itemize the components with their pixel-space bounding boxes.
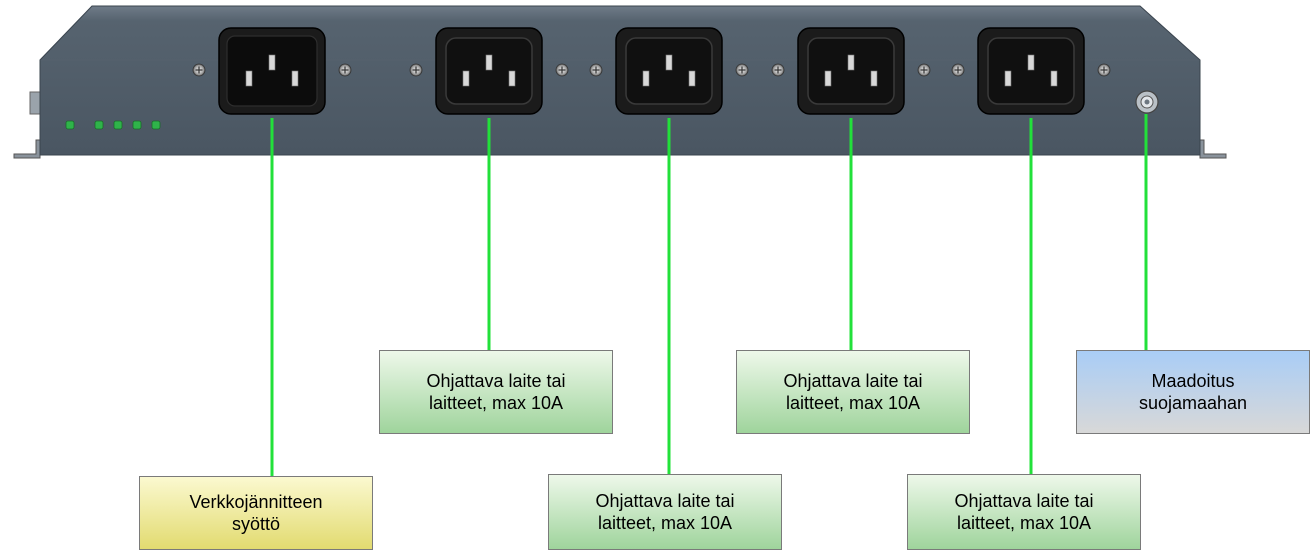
leader-lines [270,114,1148,476]
ground-terminal [1135,90,1159,114]
status-led [94,120,104,130]
screw-icon [917,63,931,77]
screw-icon [192,63,206,77]
screw-icon [1097,63,1111,77]
screw-icon [951,63,965,77]
outlet-2-label: Ohjattava laite tai laitteet, max 10A [548,474,782,550]
power-socket-out3 [797,27,905,115]
power-inlet [218,27,326,115]
status-led [65,120,75,130]
power-socket-out2 [615,27,723,115]
outlets [192,27,1111,115]
power-socket-out1 [435,27,543,115]
screw-icon [589,63,603,77]
screw-icon [771,63,785,77]
screw-icon [555,63,569,77]
screw-icon [338,63,352,77]
right-mounting-bracket [1199,139,1227,159]
ground-label: Maadoitus suojamaahan [1076,350,1310,434]
left-mounting-bracket [13,91,43,159]
status-led [132,120,142,130]
outlet-1-label: Ohjattava laite tai laitteet, max 10A [379,350,613,434]
status-led [151,120,161,130]
status-leds [65,120,161,130]
screw-icon [735,63,749,77]
outlet-4-label: Ohjattava laite tai laitteet, max 10A [907,474,1141,550]
status-led [113,120,123,130]
power-socket-out4 [977,27,1085,115]
outlet-3-label: Ohjattava laite tai laitteet, max 10A [736,350,970,434]
screw-icon [409,63,423,77]
supply-label: Verkkojännitteen syöttö [139,476,373,550]
